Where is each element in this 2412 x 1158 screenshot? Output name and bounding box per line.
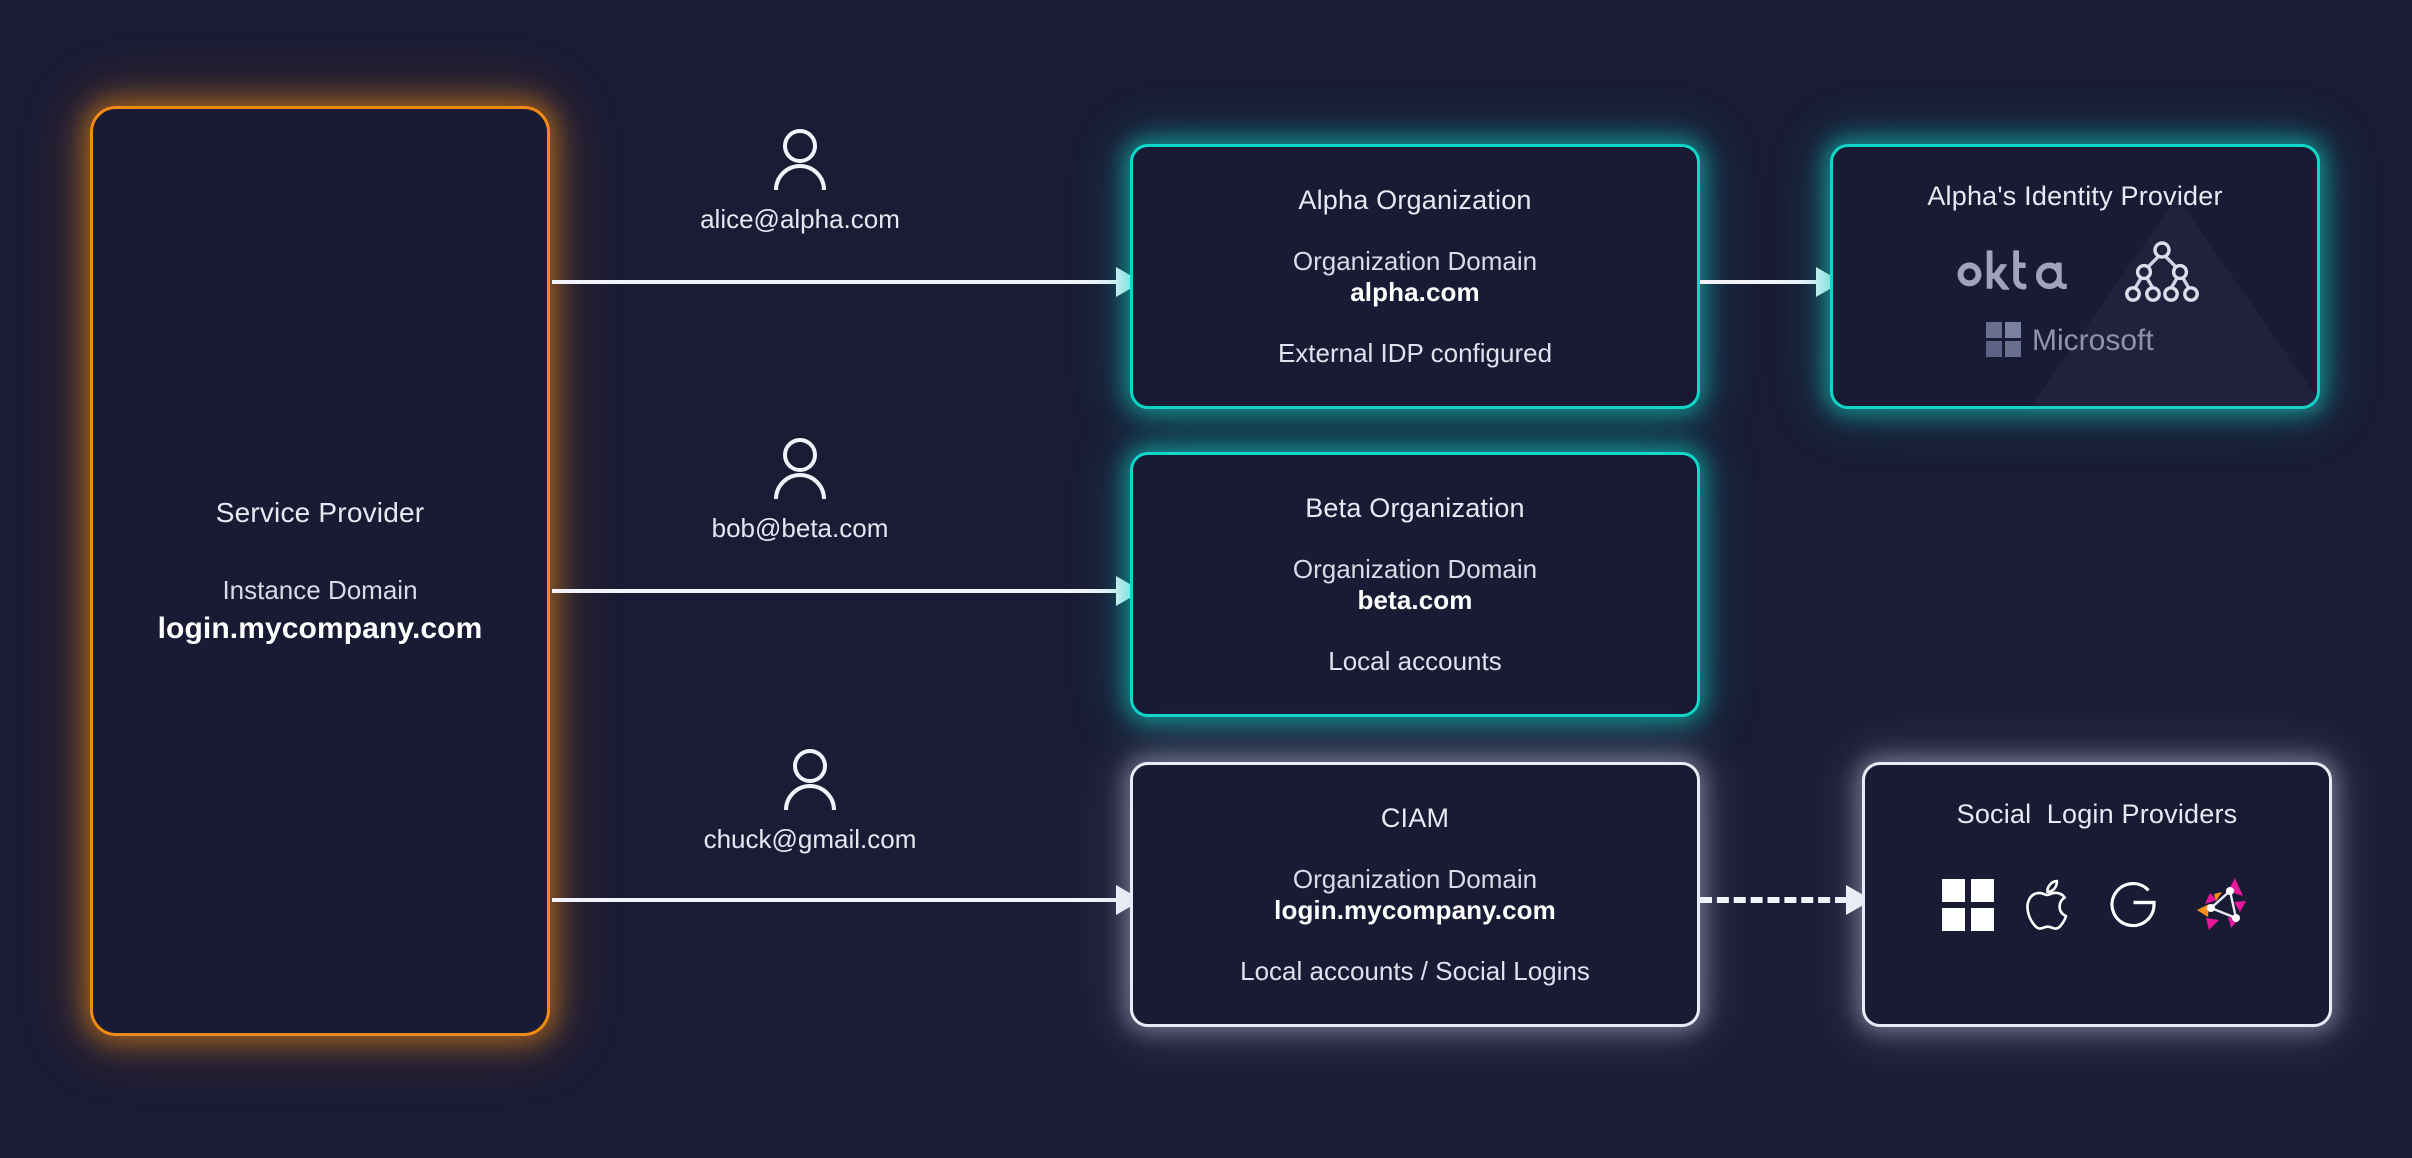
- service-provider-title: Service Provider: [215, 496, 425, 528]
- user-email: chuck@gmail.com: [703, 824, 917, 854]
- apple-logo: [2025, 876, 2075, 934]
- user-chuck: chuck@gmail.com: [650, 748, 970, 855]
- org-domain-value: beta.com: [1357, 584, 1473, 615]
- org-domain-label: Organization Domain: [1292, 863, 1538, 894]
- arrow-line: [552, 589, 1117, 593]
- service-provider-panel: Service Provider Instance Domain login.m…: [90, 106, 550, 1036]
- idp-logo-row-primary: [1833, 240, 2317, 306]
- svg-text:Microsoft: Microsoft: [2032, 324, 2154, 357]
- beta-organization-box: Beta Organization Organization Domain be…: [1130, 452, 1700, 717]
- idp-title: Alpha's Identity Provider: [1927, 181, 2223, 211]
- arrow-bob-to-beta: [552, 576, 1142, 606]
- social-providers-title: Social Login Providers: [1956, 799, 2238, 829]
- arrow-line: [552, 898, 1117, 902]
- user-icon: [771, 437, 829, 501]
- user-bob: bob@beta.com: [640, 437, 960, 544]
- org-domain-label: Organization Domain: [1292, 245, 1538, 276]
- user-icon: [771, 128, 829, 192]
- arrow-ciam-to-social: [1700, 885, 1872, 915]
- arrow-line: [552, 280, 1117, 284]
- arrow-chuck-to-ciam: [552, 885, 1142, 915]
- org-name: CIAM: [1380, 802, 1450, 833]
- google-logo: [2105, 877, 2161, 933]
- microsoft-logo: Microsoft: [1984, 316, 2166, 360]
- social-login-providers-box: Social Login Providers: [1862, 762, 2332, 1027]
- ciam-organization-box: CIAM Organization Domain login.mycompany…: [1130, 762, 1700, 1027]
- windows-logo: [1941, 878, 1995, 932]
- instance-domain-value: login.mycompany.com: [157, 611, 483, 645]
- alpha-organization-box: Alpha Organization Organization Domain a…: [1130, 144, 1700, 409]
- org-name: Alpha Organization: [1298, 184, 1532, 215]
- arrow-line-dashed: [1700, 897, 1847, 903]
- idp-logo-row-secondary: Microsoft: [1833, 316, 2317, 360]
- instance-domain-label: Instance Domain: [222, 574, 418, 605]
- okta-logo: [1951, 250, 2081, 296]
- user-email: bob@beta.com: [711, 513, 889, 543]
- org-name: Beta Organization: [1305, 492, 1525, 523]
- user-email: alice@alpha.com: [700, 204, 900, 234]
- org-domain-value: login.mycompany.com: [1274, 894, 1556, 925]
- user-icon: [781, 748, 839, 812]
- org-domain-label: Organization Domain: [1292, 553, 1538, 584]
- org-note: External IDP configured: [1277, 337, 1553, 368]
- org-domain-value: alpha.com: [1350, 276, 1480, 307]
- arrow-line: [1700, 280, 1817, 284]
- user-alice: alice@alpha.com: [640, 128, 960, 235]
- ldap-tree-icon: [2125, 240, 2199, 306]
- social-logo-row: [1865, 874, 2329, 936]
- arrow-alice-to-alpha: [552, 267, 1142, 297]
- org-note: Local accounts / Social Logins: [1240, 955, 1590, 986]
- org-note: Local accounts: [1328, 645, 1502, 676]
- auth-network-logo: [2191, 874, 2253, 936]
- arrow-alpha-to-idp: [1700, 267, 1842, 297]
- alpha-identity-provider-box: Alpha's Identity Provider: [1830, 144, 2327, 412]
